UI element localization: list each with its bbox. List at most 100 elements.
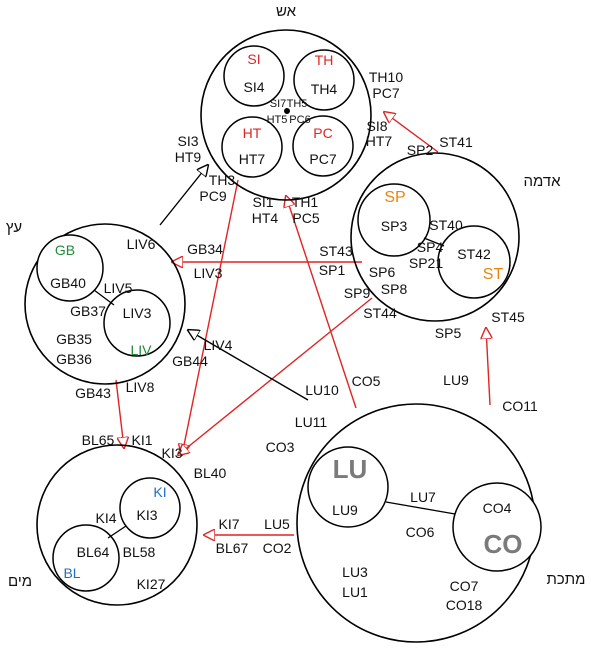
si-point: SI4 — [243, 79, 264, 95]
bl58-label: BL58 — [123, 544, 156, 560]
pc-point: PC7 — [309, 151, 336, 167]
bl-circle — [52, 524, 120, 592]
st45-label: ST45 — [491, 309, 525, 325]
co2-label: CO2 — [263, 540, 292, 556]
ht7-outer-label: HT7 — [366, 133, 393, 149]
gb-point: GB40 — [50, 275, 86, 291]
arrow-earth-to-fire — [384, 112, 439, 153]
bl67-label: BL67 — [216, 540, 249, 556]
pc7-outer-label: PC7 — [372, 85, 399, 101]
th-title: TH — [315, 52, 334, 68]
gb36-label: GB36 — [56, 351, 92, 367]
ht9-label: HT9 — [175, 149, 202, 165]
water-label: מים — [8, 573, 32, 590]
sp21-label: SP21 — [409, 255, 443, 271]
water-element: מים KI KI3 BL64 BL KI4 BL58 KI27 BL65 KI… — [8, 432, 249, 606]
metal-label: מתכת — [547, 571, 586, 588]
ki27-label: KI27 — [137, 576, 166, 592]
st-point: ST42 — [457, 246, 491, 262]
bl40-label: BL40 — [194, 465, 227, 481]
lu1-label: LU1 — [342, 584, 368, 600]
pc-title: PC — [313, 125, 332, 141]
sp5-label: SP5 — [435, 325, 462, 341]
lu11-label: LU11 — [295, 414, 328, 430]
fire-center-dot — [284, 108, 290, 114]
earth-circle — [350, 152, 520, 322]
gb-circle — [36, 234, 104, 302]
st41-label: ST41 — [439, 134, 473, 150]
sp9-label: SP9 — [344, 285, 371, 301]
lu5-label: LU5 — [264, 516, 290, 532]
gb37-label: GB37 — [70, 303, 106, 319]
si-circle — [223, 45, 285, 107]
ki-bl-link — [107, 525, 127, 539]
arrow-metal-to-wood — [188, 330, 309, 401]
earth-label: אדמה — [523, 173, 561, 190]
ht4-label: HT4 — [252, 210, 279, 226]
earth-element: אדמה SP SP3 ST42 ST ST40 SP4 SP21 ST41 S… — [319, 134, 561, 341]
liv5-label: LIV5 — [104, 280, 133, 296]
gb-title: GB — [55, 242, 75, 258]
liv3-outer-label: LIV3 — [194, 265, 223, 281]
lu-circle — [307, 446, 389, 528]
th-circle — [293, 49, 355, 111]
gb34-label: GB34 — [187, 241, 223, 257]
co18-label: CO18 — [446, 597, 483, 613]
lu-title: LU — [333, 454, 368, 484]
fire-element: אש SI SI4 TH TH4 HT HT7 PC PC7 SI7 TH5 H… — [175, 3, 404, 226]
liv-title: LIV — [130, 342, 152, 358]
co-circle — [452, 482, 542, 572]
fire-label: אש — [276, 3, 297, 20]
sp-st-link — [423, 237, 445, 247]
th-point: TH4 — [311, 81, 338, 97]
sp6-label: SP6 — [369, 264, 396, 280]
th10-label: TH10 — [369, 69, 403, 85]
arrow-wood-to-fire — [159, 165, 208, 226]
co5-label: CO5 — [352, 373, 381, 389]
co-point: CO4 — [483, 500, 512, 516]
cycle-arrows — [115, 112, 490, 535]
lu9-outer-label: LU9 — [443, 372, 469, 388]
sp-circle — [357, 183, 431, 257]
lu3-label: LU3 — [342, 564, 368, 580]
sp4-label: SP4 — [417, 239, 444, 255]
si7-label: SI7 — [270, 98, 287, 110]
st43-label: ST43 — [319, 243, 353, 259]
si3-label: SI3 — [177, 133, 198, 149]
sp8-label: SP8 — [381, 281, 408, 297]
pc-circle — [292, 115, 354, 177]
lu-co-link — [385, 501, 456, 515]
bl-point: BL64 — [77, 544, 110, 560]
gb35-label: GB35 — [56, 331, 92, 347]
th5-label: TH5 — [287, 98, 308, 110]
si-title: SI — [247, 51, 260, 67]
fire-circle — [200, 29, 372, 201]
si8-label: SI8 — [366, 118, 387, 134]
co11-label: CO11 — [502, 398, 538, 414]
co7-label: CO7 — [450, 578, 479, 594]
ki-point: KI3 — [136, 507, 157, 523]
ki7-label: KI7 — [218, 516, 239, 532]
metal-element: מתכת LU LU9 CO4 CO LU7 CO6 LU3 LU1 CO7 C… — [263, 372, 586, 643]
ki-circle — [119, 477, 181, 539]
lu10-label: LU10 — [305, 382, 339, 398]
gb-liv-link — [93, 289, 115, 306]
co3-label: CO3 — [266, 439, 295, 455]
wood-label: עץ — [6, 219, 22, 236]
ki3-outer-label: KI3 — [161, 445, 182, 461]
sp-title: SP — [384, 189, 405, 206]
gb44-label: GB44 — [172, 353, 208, 369]
pc5-label: PC5 — [292, 210, 319, 226]
arrow-metal-to-earth — [486, 328, 490, 406]
lu-point: LU9 — [332, 502, 358, 518]
arrow-wood-to-water — [115, 379, 124, 448]
bl-title: BL — [63, 565, 80, 581]
ht-title: HT — [243, 125, 262, 141]
co6-label: CO6 — [406, 524, 435, 540]
wood-element: עץ GB GB40 LIV3 LIV LIV6 LIV5 GB37 GB35 … — [6, 219, 233, 401]
water-circle — [36, 444, 198, 606]
arrow-metal-to-fire — [286, 196, 357, 409]
ki1-label: KI1 — [131, 432, 152, 448]
liv4-label: LIV4 — [204, 337, 233, 353]
